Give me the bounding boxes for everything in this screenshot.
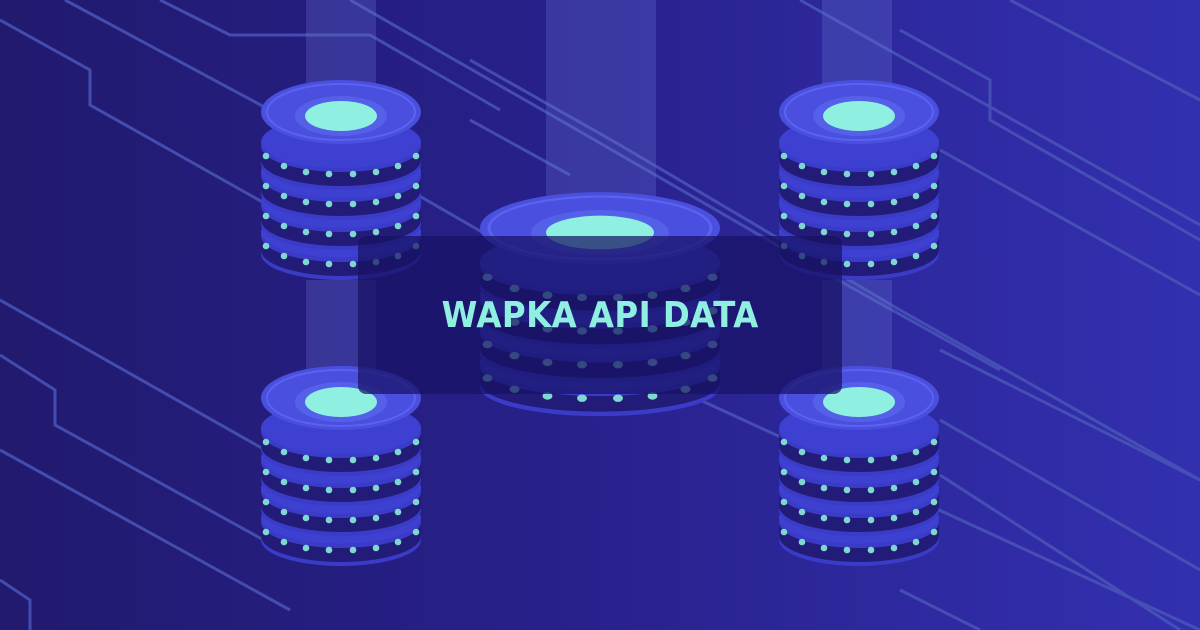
server-bottom-right-icon — [779, 366, 939, 566]
server-bottom-left-icon — [261, 366, 421, 566]
title-overlay: WAPKA API DATA — [358, 236, 842, 394]
banner-title: WAPKA API DATA — [441, 294, 759, 336]
